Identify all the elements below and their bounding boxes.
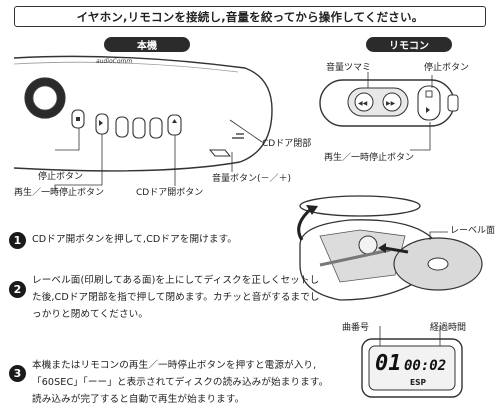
lcd-mode-indicator: ESP bbox=[410, 378, 427, 387]
main-stop-label: 停止ボタン bbox=[38, 172, 84, 182]
remote-stop-label: 停止ボタン bbox=[424, 63, 470, 73]
step-3-badge: 3 bbox=[9, 365, 26, 382]
step-2-badge: 2 bbox=[9, 281, 26, 298]
main-cd-open-label: CDドア開ボタン bbox=[136, 188, 204, 198]
open-cd-door bbox=[299, 195, 421, 217]
step-1-text: CDドア開ボタンを押して,CDドアを開けます。 bbox=[32, 234, 237, 245]
main-unit-heading: 本機 bbox=[104, 37, 190, 52]
main-volume-button[interactable] bbox=[208, 149, 232, 157]
step-1-badge: 1 bbox=[9, 232, 26, 249]
remote-play-pause-button[interactable] bbox=[426, 107, 430, 113]
lcd-elapsed-time: 00:02 bbox=[404, 358, 447, 374]
lcd-track-number: 01 bbox=[375, 351, 402, 376]
remote-stop-button[interactable] bbox=[425, 90, 433, 98]
svg-text:◀◀: ◀◀ bbox=[358, 100, 368, 107]
disc-label-side-label: レーベル面 bbox=[450, 226, 496, 236]
main-stop-button[interactable] bbox=[71, 109, 85, 129]
remote-volume-label: 音量ツマミ bbox=[326, 63, 372, 73]
svg-text:audioComm: audioComm bbox=[96, 58, 132, 65]
main-prev-button[interactable] bbox=[115, 116, 129, 138]
main-cd-door-label: CDドア閉部 bbox=[262, 139, 312, 149]
main-cd-open-button[interactable] bbox=[167, 114, 182, 136]
main-volume-label: 音量ボタン(－／＋) bbox=[212, 174, 292, 184]
step-2-text: レーベル面(印刷してある面)を上にしてディスクを正しくセットした後,CDドア閉部… bbox=[32, 275, 320, 320]
step-3-text: 本機またはリモコンの再生／一時停止ボタンを押すと電源が入り,「60SEC」「ーー… bbox=[32, 360, 329, 405]
svg-text:▶▶: ▶▶ bbox=[386, 100, 396, 107]
main-next-button[interactable] bbox=[132, 117, 146, 139]
remote-heading: リモコン bbox=[366, 37, 452, 52]
remote-play-pause-label: 再生／一時停止ボタン bbox=[324, 153, 415, 163]
main-play-pause-label: 再生／一時停止ボタン bbox=[14, 188, 105, 198]
warning-banner: イヤホン,リモコンを接続し,音量を絞ってから操作してください。 bbox=[14, 6, 486, 27]
warning-banner-text: イヤホン,リモコンを接続し,音量を絞ってから操作してください。 bbox=[76, 9, 424, 24]
elapsed-time-label: 経過時間 bbox=[430, 323, 467, 333]
track-number-label: 曲番号 bbox=[342, 323, 370, 333]
remote-buttons[interactable] bbox=[417, 85, 441, 121]
main-mode-button[interactable] bbox=[149, 117, 163, 139]
